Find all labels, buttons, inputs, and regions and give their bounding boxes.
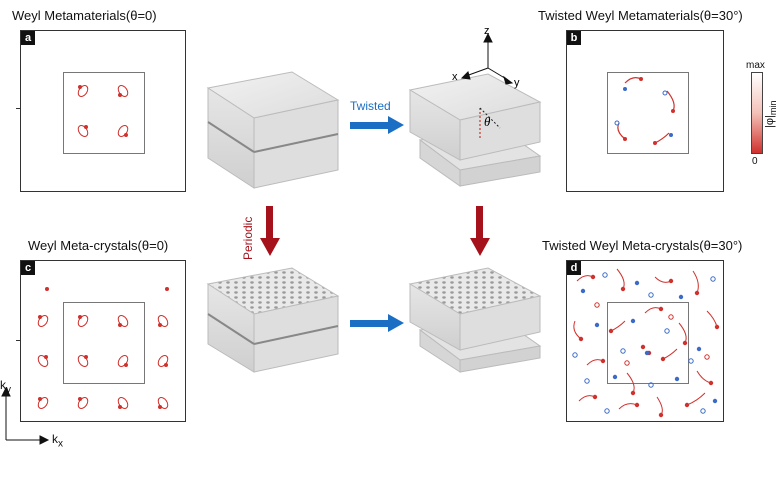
ky-sub: y (6, 384, 11, 396)
panel-c: c (20, 260, 186, 422)
periodic-label: Periodic (241, 217, 255, 260)
theta-label: θ (484, 114, 491, 129)
twisted-meta-crystal-slab (408, 267, 542, 373)
panel-c-inner-box (63, 302, 145, 384)
meta-crystal-slab (206, 267, 340, 373)
panel-b: b (566, 30, 724, 192)
panel-b-inner-box (607, 72, 689, 154)
panel-c-weyl-lattice (37, 287, 169, 409)
panel-b-title: Twisted Weyl Metamaterials(θ=30°) (538, 8, 743, 23)
panel-c-ytick (16, 340, 20, 341)
twisted-arrow (350, 116, 404, 134)
twisted-arrow-bottom (350, 314, 404, 332)
colorbar (751, 72, 763, 154)
y-axis-label: y (514, 77, 520, 89)
xyz-axes (460, 32, 514, 85)
panel-a: a (20, 30, 186, 192)
panel-a-inner-box (63, 72, 145, 154)
ky-main: k (0, 378, 6, 392)
panel-b-weyl-points (614, 77, 675, 145)
panel-c-title: Weyl Meta-crystals(θ=0) (28, 238, 169, 253)
panel-d: d (566, 260, 724, 422)
z-axis-label: z (484, 25, 490, 37)
colorbar-min-label: 0 (752, 156, 758, 167)
periodic-arrow (260, 206, 280, 256)
panel-b-label: b (567, 31, 581, 45)
kx-label: kx (52, 432, 63, 449)
panel-d-weyl-lattice (572, 268, 720, 418)
panel-a-weyl-points (77, 85, 129, 137)
down-arrow-right (470, 206, 490, 256)
colorbar-axis-label: |φ|min (764, 100, 777, 128)
panel-d-inner-box (607, 302, 689, 384)
ky-label: ky (0, 378, 11, 395)
x-axis-label: x (452, 71, 458, 83)
colorbar-max-label: max (746, 60, 765, 71)
kx-sub: x (58, 438, 63, 450)
colorbar-label-sub: min (768, 100, 777, 116)
panel-d-label: d (567, 261, 581, 275)
panel-a-title: Weyl Metamaterials(θ=0) (12, 8, 157, 23)
twisted-bilayer-slab (408, 73, 542, 187)
bilayer-slab (206, 71, 340, 189)
panel-d-title: Twisted Weyl Meta-crystals(θ=30°) (542, 238, 743, 253)
colorbar-label-main: |φ| (764, 115, 776, 128)
kx-main: k (52, 432, 58, 446)
twisted-label: Twisted (350, 99, 391, 113)
panel-a-ytick (16, 108, 20, 109)
panel-c-label: c (21, 261, 35, 275)
panel-a-label: a (21, 31, 35, 45)
